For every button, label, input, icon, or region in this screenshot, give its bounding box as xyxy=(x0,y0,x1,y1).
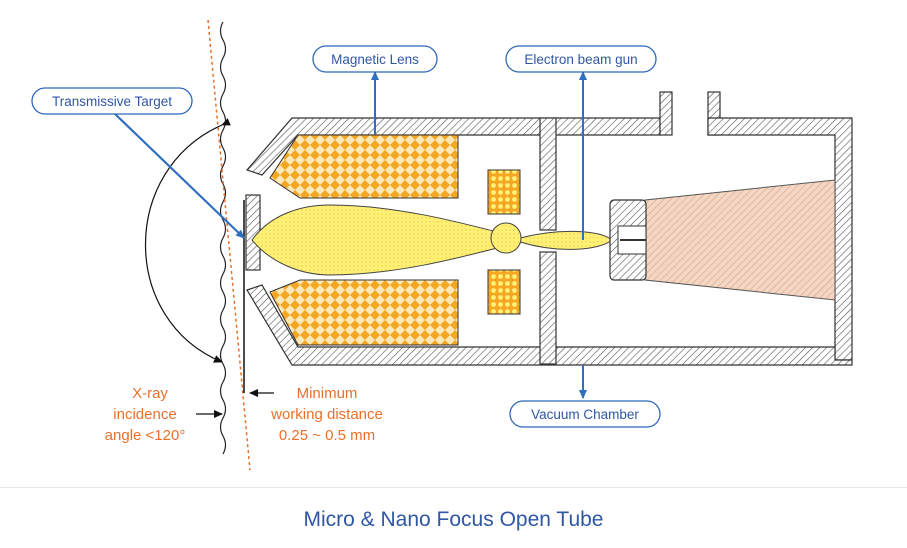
working-distance-line-1: Minimum xyxy=(297,385,358,402)
working-distance-line-2: working distance xyxy=(270,406,383,423)
focus-block-upper xyxy=(487,169,521,215)
focus-block-lower xyxy=(487,269,521,315)
xray-angle-line-2: incidence xyxy=(113,406,176,423)
sample-surface xyxy=(219,21,227,455)
caption-divider xyxy=(0,487,907,488)
transmissive-target-arrow xyxy=(113,112,245,239)
label-magnetic-lens-text: Magnetic Lens xyxy=(331,52,419,67)
label-electron-beam-gun: Electron beam gun xyxy=(505,45,657,73)
magnetic-lens-lower xyxy=(269,279,459,346)
label-vacuum-chamber-text: Vacuum Chamber xyxy=(531,407,639,422)
crossover-point xyxy=(490,222,522,254)
electron-beam xyxy=(251,204,613,276)
working-distance-line-3: 0.25 ~ 0.5 mm xyxy=(279,427,375,444)
xray-angle-line-1: X-ray xyxy=(132,385,168,402)
electron-gun xyxy=(609,179,836,301)
xray-angle-line-3: angle <120° xyxy=(105,427,186,444)
label-transmissive-target-text: Transmissive Target xyxy=(52,94,172,109)
magnetic-lens-upper xyxy=(269,134,459,199)
vacuum-housing xyxy=(245,91,853,366)
tube-diagram: Transmissive Target Magnetic Lens Electr… xyxy=(31,19,853,471)
label-vacuum-chamber: Vacuum Chamber xyxy=(509,400,661,428)
working-distance-annotation: Minimum working distance 0.25 ~ 0.5 mm xyxy=(270,385,383,444)
label-transmissive-target: Transmissive Target xyxy=(31,87,193,115)
figure-caption: Micro & Nano Focus Open Tube xyxy=(303,508,604,531)
xray-angle-arc xyxy=(144,118,231,363)
xray-angle-annotation: X-ray incidence angle <120° xyxy=(105,385,186,444)
label-magnetic-lens: Magnetic Lens xyxy=(312,45,438,73)
label-electron-beam-gun-text: Electron beam gun xyxy=(524,52,637,67)
